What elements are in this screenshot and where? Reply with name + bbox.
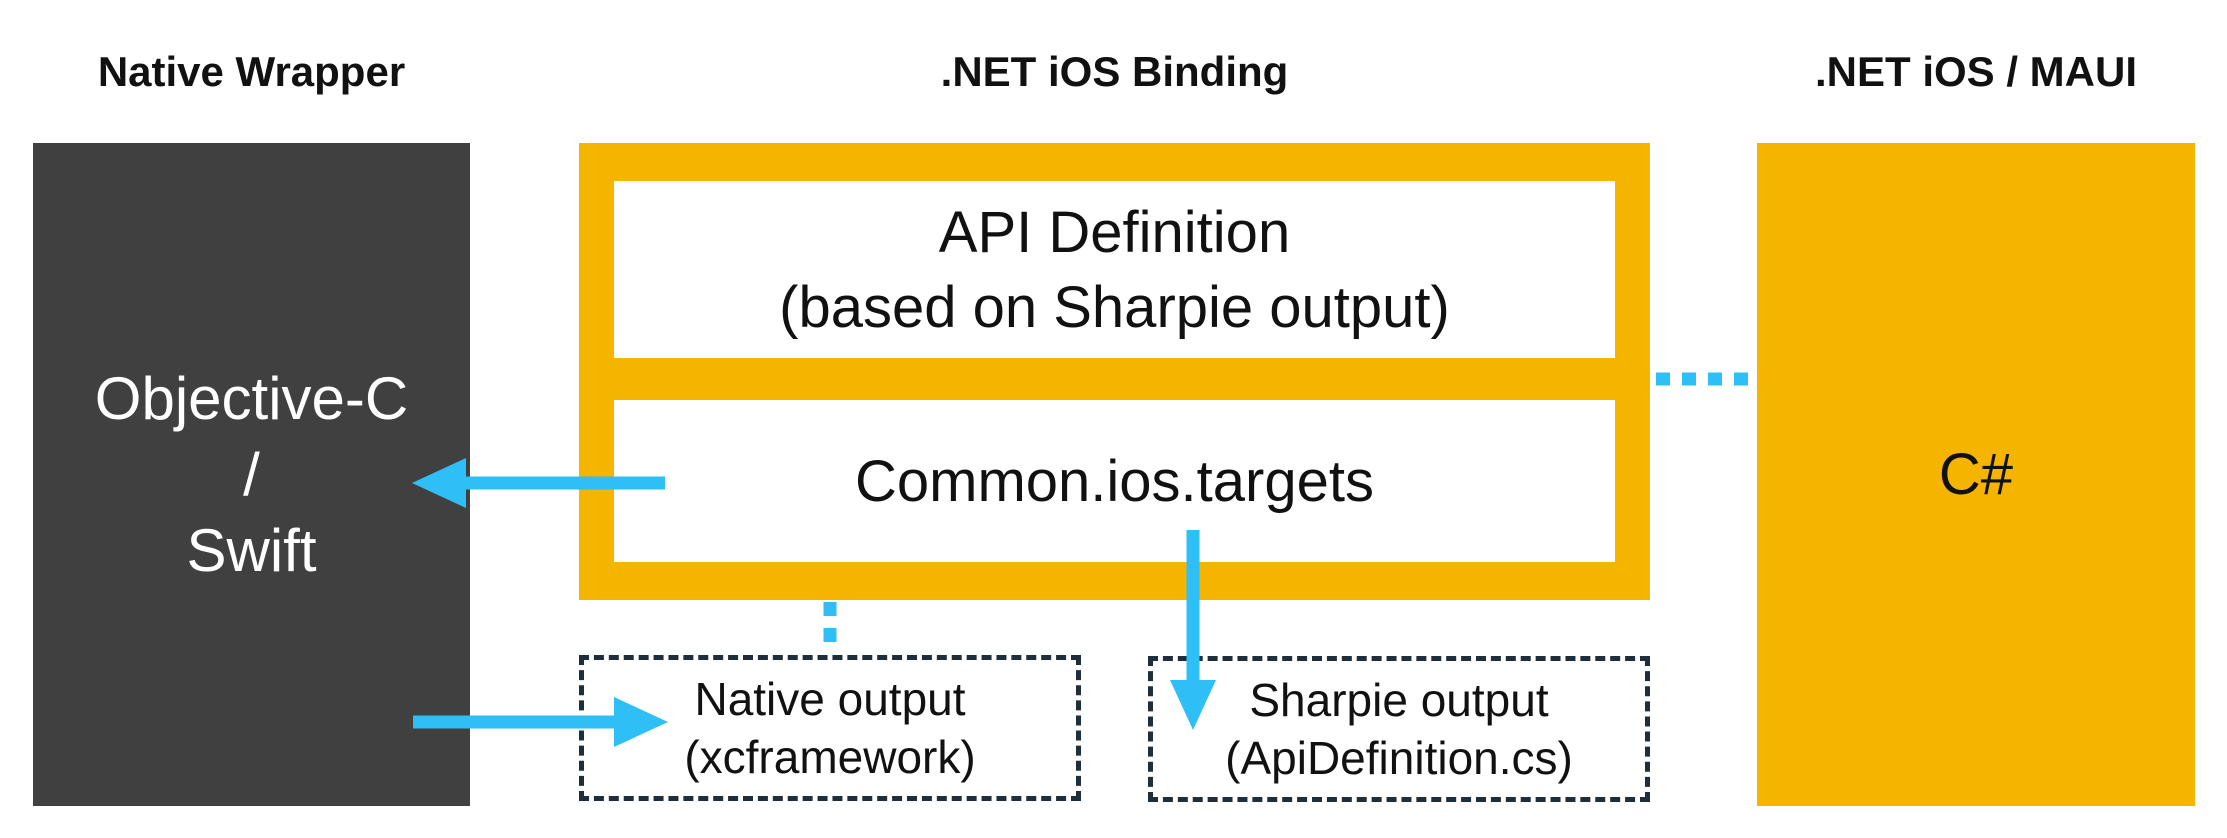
common-targets-wrapper: Common.ios.targets	[614, 400, 1615, 562]
common-targets-label: Common.ios.targets	[855, 448, 1374, 514]
common-targets-box: Common.ios.targets	[614, 400, 1615, 562]
arrow-targets-to-native	[412, 458, 665, 508]
csharp-label: C#	[1938, 442, 2014, 507]
csharp-wrapper: C#	[1757, 143, 2195, 806]
sharpie-output-box: Sharpie output (ApiDefinition.cs)	[1148, 656, 1650, 802]
heading-ios-maui: .NET iOS / MAUI	[1814, 48, 2137, 95]
heading-ios-binding: .NET iOS Binding	[940, 48, 1289, 95]
api-definition-box: API Definition (based on Sharpie output)	[614, 181, 1615, 358]
native-wrapper-text: Objective-C / Swift	[33, 143, 470, 806]
sharpie-output-subtitle: (ApiDefinition.cs)	[1225, 732, 1573, 784]
native-language-separator: /	[243, 440, 260, 508]
api-definition-text: API Definition (based on Sharpie output)	[614, 181, 1615, 358]
native-output-box: Native output (xcframework)	[579, 655, 1081, 801]
native-language-swift: Swift	[186, 516, 317, 584]
sharpie-output-text: Sharpie output (ApiDefinition.cs)	[1153, 661, 1645, 797]
arrow-native-to-output	[413, 697, 668, 747]
arrow-targets-to-sharpie	[1170, 530, 1216, 730]
api-definition-subtitle: (based on Sharpie output)	[779, 274, 1450, 340]
heading-native-wrapper: Native Wrapper	[97, 48, 406, 95]
native-output-text: Native output (xcframework)	[584, 660, 1076, 796]
api-definition-title: API Definition	[938, 199, 1291, 265]
native-language-objc: Objective-C	[94, 364, 409, 432]
native-output-title: Native output	[694, 673, 966, 725]
native-wrapper-box: Objective-C / Swift	[33, 143, 470, 806]
csharp-box: C#	[1757, 143, 2195, 806]
native-output-subtitle: (xcframework)	[684, 731, 976, 783]
sharpie-output-title: Sharpie output	[1249, 674, 1549, 726]
